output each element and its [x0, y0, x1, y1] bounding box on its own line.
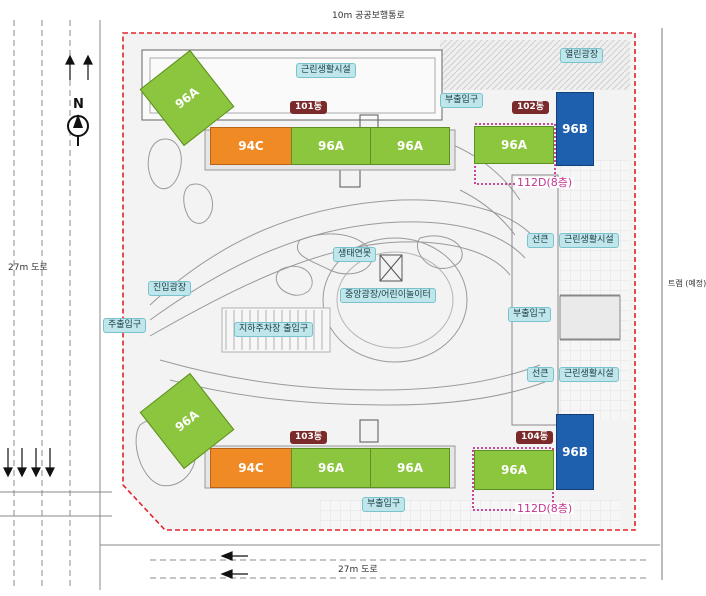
facility-open-plaza: 열린광장 [560, 48, 604, 63]
unit-103-96a-mid: 96A [291, 448, 371, 488]
unit-102-96a: 96A [474, 126, 554, 164]
facility-main-entrance: 주출입구 [103, 318, 147, 333]
right-strip [511, 174, 621, 426]
facility-sub-entrance-top: 부출입구 [440, 93, 484, 108]
floor-outline-lower [472, 447, 554, 511]
building-tag-103: 103동 [290, 431, 328, 444]
road-label-right: 트램 (예정) [668, 279, 706, 288]
facility-underground-parking: 지하주차장 출입구 [234, 322, 314, 337]
floor-label-upper: 112D(8층) [515, 176, 575, 189]
facility-eco-pond: 생태연못 [333, 247, 377, 262]
unit-101-96a-east: 96A [370, 127, 450, 165]
facility-sunken-lower: 선큰 [527, 367, 554, 382]
building-tag-101: 101동 [290, 101, 328, 114]
unit-104-96b: 96B [556, 414, 594, 490]
facility-sub-entrance-bottom: 부출입구 [362, 497, 406, 512]
road-label-left: 27m 도로 [8, 263, 48, 273]
unit-101-94c: 94C [210, 127, 292, 165]
facility-central-plaza: 중앙광장/어린이놀이터 [340, 288, 436, 303]
unit-102-96b: 96B [556, 92, 594, 166]
building-tag-102: 102동 [512, 101, 550, 114]
unit-104-96a: 96A [474, 450, 554, 490]
bottom-road [100, 544, 660, 579]
facility-sub-entrance-right: 부출입구 [508, 307, 552, 322]
facility-sunken-upper: 선큰 [527, 233, 554, 248]
site-boundary [122, 32, 636, 531]
landscape [135, 114, 546, 487]
building-tag-104: 104동 [516, 431, 554, 444]
unit-103-94c: 94C [210, 448, 292, 488]
compass-letter: N [73, 97, 84, 112]
unit-103-96a-east: 96A [370, 448, 450, 488]
facility-entry-plaza: 진입광장 [148, 281, 192, 296]
floor-label-lower: 112D(8층) [515, 502, 575, 515]
left-road [0, 20, 112, 590]
facility-neighborhood-right-lower: 근린생활시설 [559, 367, 619, 382]
road-label-bottom: 27m 도로 [338, 565, 378, 575]
road-label-top: 10m 공공보행통로 [332, 11, 405, 21]
facility-neighborhood-top: 근린생활시설 [296, 63, 356, 78]
traffic-arrows [3, 54, 248, 579]
north-compass-icon: N [67, 97, 89, 146]
unit-101-96a-mid: 96A [291, 127, 371, 165]
facility-neighborhood-right-upper: 근린생활시설 [559, 233, 619, 248]
